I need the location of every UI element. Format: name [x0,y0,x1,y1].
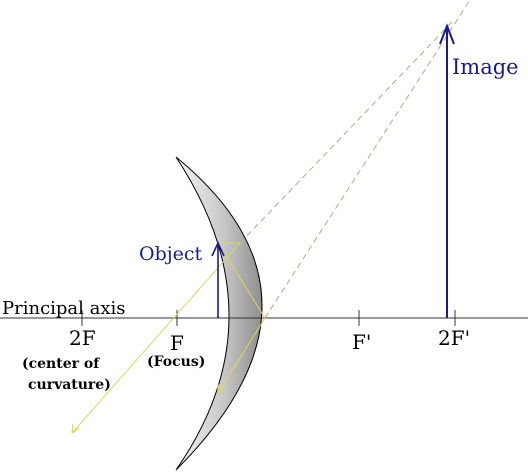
image-label: Image [452,55,519,79]
image-arrowhead [439,23,455,45]
f-label: F [170,331,184,355]
f-prime-label: F' [352,330,371,354]
light-rays [71,242,266,434]
two-f-prime-label: 2F' [438,326,470,350]
center-of-curvature-label-line1: (center of [22,356,100,372]
principal-axis-label: Principal axis [2,298,126,319]
ray-arrowhead-1 [71,423,80,434]
object-arrowhead [211,241,225,257]
concave-mirror [175,156,263,471]
virtual-ray-extension-1 [264,0,471,319]
center-of-curvature-label-line2: curvature) [28,377,111,393]
ray-through-focus-parallel [217,242,266,394]
ray-parallel-through-focus [71,242,242,434]
object-label: Object [139,243,203,265]
two-f-label: 2F [69,326,96,350]
ray-arrowhead-2 [217,384,225,394]
focus-label: (Focus) [147,354,205,370]
virtual-ray-extension-2 [239,21,453,244]
